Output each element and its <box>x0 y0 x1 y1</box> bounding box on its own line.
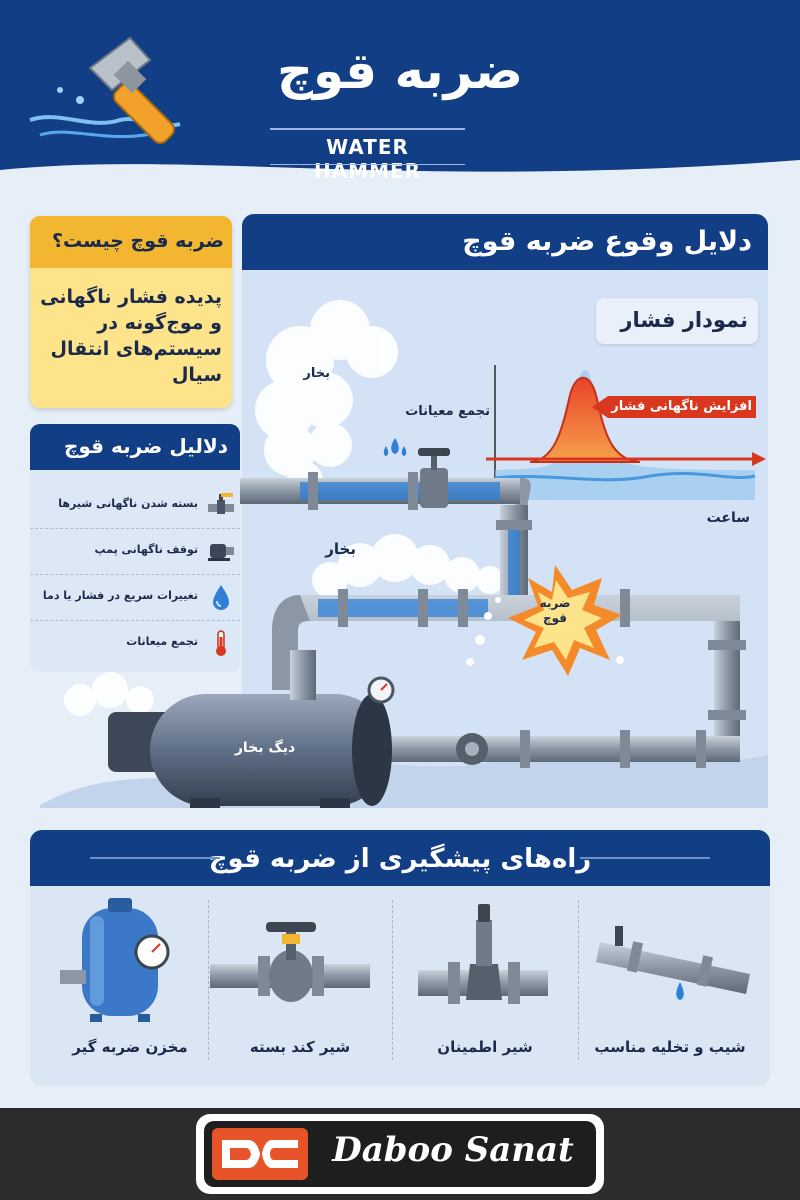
chart-title: نمودار فشار <box>620 308 748 332</box>
impact-label: ضربه قوچ <box>539 596 571 625</box>
steam-label-top: بخار <box>303 366 330 381</box>
brand-mark-icon <box>212 1128 308 1180</box>
causes-diagram-title: دلایل وقوع ضربه قوچ <box>462 226 752 257</box>
prevention-item-label: شیب و تخلیه مناسب <box>594 1038 746 1056</box>
splash-drops <box>466 597 624 666</box>
prevention-divider-right <box>580 857 710 859</box>
what-is-title: ضربه قوچ چیست؟ <box>51 230 224 252</box>
header-banner: ضربه قوچ WATER HAMMER <box>0 0 800 190</box>
page-title: ضربه قوچ <box>276 42 524 100</box>
pipe-lower <box>370 736 740 762</box>
header-wave <box>0 160 800 190</box>
prevention-item-label: مخزن ضربه گیر <box>72 1038 188 1056</box>
steam-cloud-left <box>64 672 154 716</box>
cause-item: توقف ناگهانی پمپ <box>30 528 240 575</box>
prevention-title: راه‌های پیشگیری از ضربه قوچ <box>208 844 592 874</box>
title-divider-bottom <box>270 164 465 165</box>
hammer-icon <box>29 36 181 144</box>
what-is-body: پدیده فشار ناگهانی و موج‌گونه در سیستم‌ه… <box>40 286 222 386</box>
prevention-item-label: شیر کند بسته <box>249 1038 351 1056</box>
slope-drain-icon <box>596 926 750 1000</box>
pipe-elbow <box>272 595 310 690</box>
causes-diagram-header: دلایل وقوع ضربه قوچ <box>242 214 768 270</box>
thermometer-icon <box>216 630 226 656</box>
pipe-diagram <box>40 300 768 808</box>
causes-card: دلالیل ضربه قوچ بسته شدن ناگهانی شیرها ت… <box>30 424 240 672</box>
water-flow <box>300 482 500 500</box>
prevention-separator <box>392 900 394 1060</box>
page-subtitle: WATER HAMMER <box>313 135 422 183</box>
cause-item: تغییرات سریع در فشار یا دما <box>30 574 240 621</box>
valve-icon <box>420 468 448 508</box>
pressure-chart <box>486 365 766 500</box>
cause-item: تجمع میعانات <box>30 620 240 666</box>
spike-label: افزایش ناگهانی فشار <box>611 399 752 414</box>
slow-closing-valve-icon <box>210 922 370 1002</box>
causes-card-title: دلالیل ضربه قوچ <box>63 434 228 458</box>
what-is-card: ضربه قوچ چیست؟ پدیده فشار ناگهانی و موج‌… <box>30 216 232 408</box>
spike-label-badge <box>592 396 756 418</box>
drop-icon <box>213 585 229 610</box>
prevention-icons <box>60 898 750 1022</box>
what-is-header: ضربه قوچ چیست؟ <box>30 216 232 268</box>
prevention-separator <box>208 900 210 1060</box>
cause-item-label: توقف ناگهانی پمپ <box>94 543 198 556</box>
cause-item: بسته شدن ناگهانی شیرها <box>30 482 240 529</box>
steam-cloud <box>255 300 398 498</box>
surge-tank-icon <box>60 898 170 1022</box>
safety-valve-icon <box>418 904 548 1004</box>
prevention-divider-left <box>90 857 220 859</box>
causes-card-header: دلالیل ضربه قوچ <box>30 424 240 470</box>
valve-icon <box>208 493 234 514</box>
steam-label-mid: بخار <box>325 540 356 558</box>
boiler-icon <box>150 694 390 806</box>
chart-title-box: نمودار فشار <box>596 298 758 344</box>
boiler-label: دیگ بخار <box>234 740 296 756</box>
time-axis-label: ساعت <box>706 510 750 526</box>
condensate-label: تجمع معیانات <box>405 404 490 419</box>
prevention-separator <box>578 900 580 1060</box>
pump-icon <box>208 544 234 561</box>
prevention-item-label: شیر اطمینان <box>437 1038 533 1056</box>
cause-item-label: بسته شدن ناگهانی شیرها <box>58 497 198 510</box>
cause-item-label: تجمع میعانات <box>126 635 198 648</box>
brand-name: Daboo Sanat <box>332 1130 574 1170</box>
drop-icon <box>391 438 399 454</box>
title-divider-top <box>270 128 465 130</box>
steam-cloud-mid <box>312 534 504 598</box>
cause-item-label: تغییرات سریع در فشار یا دما <box>42 589 198 602</box>
prevention-header: راه‌های پیشگیری از ضربه قوچ <box>30 830 770 886</box>
